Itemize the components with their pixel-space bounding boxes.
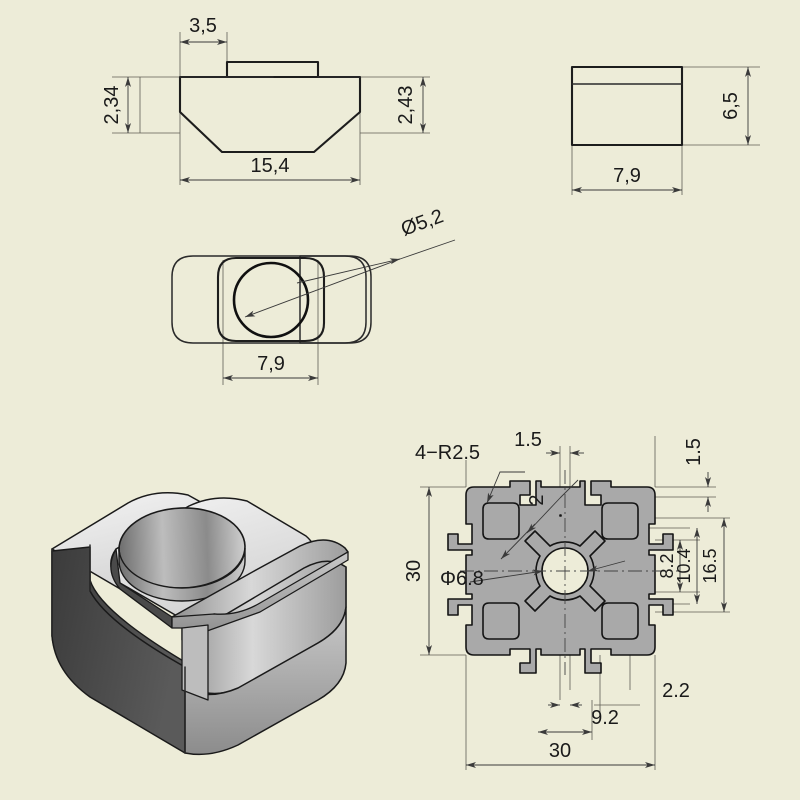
dim-30-height: 30 — [403, 487, 432, 655]
dim-chamfer-2-label: 2 — [526, 494, 548, 505]
dim-9-2: 9.2 — [538, 700, 619, 740]
top-extension-lines — [222, 260, 319, 385]
dim-7-9-side: 7,9 — [572, 165, 682, 193]
dim-16-5-label: 16.5 — [700, 548, 720, 583]
dim-2-34: 2,34 — [101, 77, 131, 133]
dim-3-5-label: 3,5 — [189, 15, 217, 37]
tnut-top-right-lobe — [299, 255, 367, 344]
dim-2-34-label: 2,34 — [101, 86, 123, 125]
dim-10-4: 10.4 — [674, 528, 700, 604]
view-isometric-tnut — [51, 492, 349, 756]
dim-2-43-label: 2,43 — [395, 86, 417, 125]
tnut-front-neck — [225, 60, 320, 79]
dim-7-9-side-label: 7,9 — [613, 165, 641, 187]
dim-8-2-label: 8.2 — [657, 553, 677, 578]
dim-9-2-label: 9.2 — [591, 707, 619, 729]
dim-6-5-label: 6,5 — [720, 92, 742, 120]
dim-30-height-label: 30 — [403, 560, 425, 582]
dim-1-5-right-label: 1.5 — [683, 438, 705, 466]
dim-chamfer-2: 2 — [500, 479, 579, 560]
dim-1-5-right: 1.5 — [683, 438, 711, 512]
dim-15-4-label: 15,4 — [251, 155, 290, 177]
iso-bore-wall — [118, 547, 246, 602]
dim-1-5-top-label: 1.5 — [514, 429, 542, 451]
dim-3-5: 3,5 — [180, 15, 227, 45]
dim-dia-6-8-label: Φ6.8 — [440, 568, 484, 590]
dim-2-2: 2.2 — [548, 680, 690, 708]
dim-16-5: 16.5 — [700, 518, 727, 612]
tnut-side-outline — [570, 65, 684, 147]
dim-dia-6-8: Φ6.8 — [440, 560, 626, 590]
dim-4-r2-5: 4−R2.5 — [415, 442, 525, 504]
dim-30-width-label: 30 — [549, 740, 571, 762]
dim-15-4: 15,4 — [180, 155, 360, 183]
tnut-top-boss — [216, 256, 326, 343]
view-side-tnut: 6,5 7,9 — [570, 65, 760, 195]
view-front-tnut: 3,5 2,34 2,43 15,4 — [101, 15, 430, 185]
dim-10-4-label: 10.4 — [674, 548, 694, 583]
dim-7-9-top-label: 7,9 — [257, 353, 285, 375]
dim-1-5-top: 1.5 — [514, 429, 584, 456]
dim-4-r2-5-label: 4−R2.5 — [415, 442, 480, 464]
dim-30-width: 30 — [466, 740, 655, 768]
tnut-top-bore — [232, 261, 310, 339]
iso-riser-2 — [181, 624, 209, 701]
dim-2-2-label: 2.2 — [662, 680, 690, 702]
dim-8-2: 8.2 — [657, 540, 683, 592]
dim-2-43: 2,43 — [395, 77, 426, 133]
dim-6-5: 6,5 — [720, 67, 751, 145]
dim-7-9-top: 7,9 — [223, 353, 318, 381]
view-extrusion-profile: 4−R2.5 2 1.5 1.5 30 — [403, 429, 730, 770]
profile-extension-lines — [420, 436, 730, 770]
